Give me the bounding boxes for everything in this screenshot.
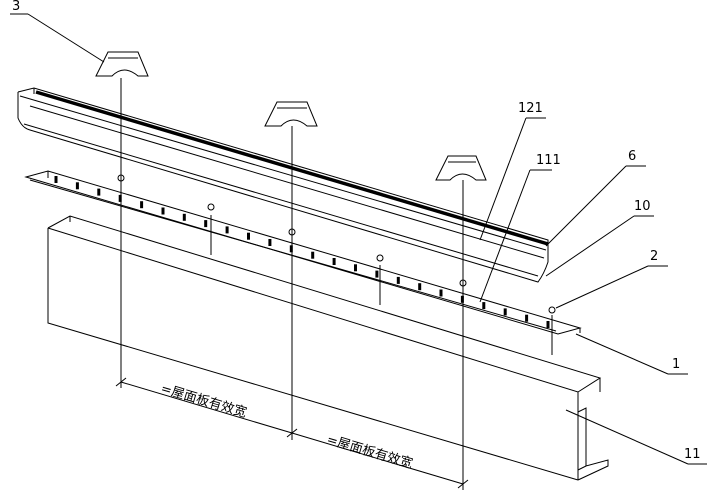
- screw: [75, 182, 79, 190]
- screw: [503, 308, 507, 316]
- screw: [247, 232, 250, 240]
- label-1: 1: [672, 357, 680, 372]
- screw: [54, 176, 58, 183]
- label-3: 3: [12, 0, 20, 14]
- screw: [375, 270, 379, 278]
- screw: [460, 295, 464, 303]
- screw: [118, 194, 122, 202]
- c-purlin: [47, 215, 609, 481]
- screw: [482, 302, 486, 310]
- screw: [525, 314, 529, 322]
- screw: [332, 258, 336, 265]
- screw: [418, 283, 422, 291]
- screw: [161, 207, 165, 215]
- screw: [97, 188, 101, 196]
- screw: [182, 213, 186, 221]
- screw: [396, 276, 400, 284]
- screw: [439, 289, 443, 297]
- label-10: 10: [634, 199, 651, 214]
- dimension-text-left: =屋面板有效宽: [159, 380, 249, 421]
- bolt-head: [548, 306, 556, 314]
- bolt-head: [207, 203, 215, 211]
- screw: [311, 251, 315, 259]
- label-6: 6: [628, 149, 636, 164]
- leader-lines: [10, 13, 707, 465]
- clip-middle: [264, 101, 318, 127]
- support-plate: [24, 170, 582, 335]
- bolt-head: [376, 254, 384, 262]
- label-111: 111: [536, 153, 561, 168]
- reference-lines: [120, 78, 553, 490]
- clip-right: [435, 155, 487, 181]
- screw: [204, 220, 208, 228]
- screw: [546, 321, 550, 328]
- bolt-head: [117, 174, 125, 182]
- label-11: 11: [684, 447, 701, 462]
- dimension-lines: [115, 377, 469, 489]
- screw: [289, 245, 293, 253]
- fastener-row: [54, 174, 556, 328]
- clip-left: [95, 51, 149, 77]
- bolt-head: [459, 279, 467, 287]
- label-2: 2: [650, 249, 658, 264]
- screw: [225, 226, 229, 234]
- screw: [268, 239, 272, 246]
- bolt-head: [288, 228, 296, 236]
- screw: [140, 201, 144, 209]
- dimension-text-right: =屋面板有效宽: [325, 431, 415, 472]
- label-121: 121: [518, 101, 543, 116]
- screw: [354, 264, 357, 272]
